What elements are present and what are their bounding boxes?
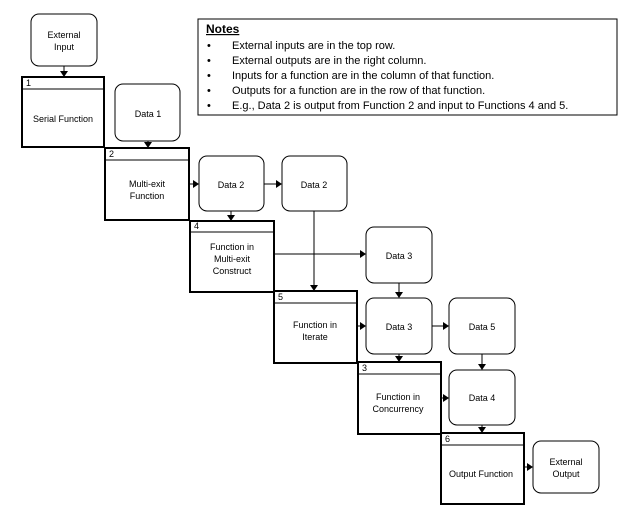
notes-item: Outputs for a function are in the row of… <box>232 85 485 97</box>
function-1-label: Serial Function <box>33 114 93 124</box>
external-output-box[interactable] <box>532 440 600 494</box>
notes-item: External inputs are in the top row. <box>232 40 395 52</box>
function-1-box[interactable] <box>21 76 105 148</box>
function-4[interactable]: 4 Function in Multi-exit Construct <box>189 220 275 293</box>
external-output-node[interactable]: External Output <box>532 440 600 494</box>
function-6-label: Output Function <box>449 469 513 479</box>
data-5-node[interactable]: Data 5 <box>448 297 516 355</box>
data-2-label: Data 2 <box>218 180 245 190</box>
external-input-label: External <box>47 30 80 40</box>
arrowhead-icon <box>60 71 68 77</box>
notes-frame <box>197 18 618 116</box>
notes-bullet-icon: • <box>207 85 211 97</box>
external-input-box[interactable] <box>30 13 98 67</box>
function-5[interactable]: 5 Function in Iterate <box>273 290 358 364</box>
notes-bullet-icon: • <box>207 55 211 67</box>
notes-item: E.g., Data 2 is output from Function 2 a… <box>232 100 568 112</box>
arrowhead-icon <box>443 322 449 330</box>
function-3-label: Function in <box>376 392 420 402</box>
data-4-node[interactable]: Data 4 <box>448 369 516 426</box>
arrowhead-icon <box>227 215 235 221</box>
arrowhead-icon <box>310 285 318 291</box>
arrowhead-icon <box>527 463 533 471</box>
data-3-node[interactable]: Data 3 <box>365 226 433 284</box>
function-4-box[interactable] <box>189 220 275 293</box>
external-output-label: Output <box>552 469 580 479</box>
data-1-node[interactable]: Data 1 <box>114 83 181 142</box>
function-1-number: 1 <box>26 78 31 88</box>
connectors <box>60 66 533 471</box>
data-3-copy-node[interactable]: Data 3 <box>365 297 433 355</box>
function-4-label: Multi-exit <box>214 254 251 264</box>
function-2-label: Multi-exit <box>129 179 166 189</box>
data-2-copy-label: Data 2 <box>301 180 328 190</box>
function-2[interactable]: 2 Multi-exit Function <box>104 147 190 221</box>
function-3-label: Concurrency <box>372 404 424 414</box>
arrowhead-icon <box>360 250 366 258</box>
function-2-number: 2 <box>109 149 114 159</box>
data-2-node[interactable]: Data 2 <box>198 155 265 212</box>
function-5-label: Iterate <box>302 332 328 342</box>
notes-item: External outputs are in the right column… <box>232 55 426 67</box>
arrowhead-icon <box>478 364 486 370</box>
notes-bullet-icon: • <box>207 100 211 112</box>
arrowhead-icon <box>395 356 403 362</box>
arrowhead-icon <box>193 180 199 188</box>
arrowhead-icon <box>360 322 366 330</box>
data-4-label: Data 4 <box>469 393 496 403</box>
notes-panel: Notes • External inputs are in the top r… <box>197 18 618 116</box>
notes-bullet-icon: • <box>207 40 211 52</box>
external-output-label: External <box>549 457 582 467</box>
external-input-label: Input <box>54 42 75 52</box>
data-5-label: Data 5 <box>469 322 496 332</box>
data-1-label: Data 1 <box>135 109 162 119</box>
data-2-copy-node[interactable]: Data 2 <box>281 155 348 212</box>
function-2-label: Function <box>130 191 165 201</box>
function-3-number: 3 <box>362 363 367 373</box>
data-3-label: Data 3 <box>386 251 413 261</box>
arrowhead-icon <box>478 427 486 433</box>
function-1[interactable]: 1 Serial Function <box>21 76 105 148</box>
notes-list: • External inputs are in the top row. • … <box>207 40 568 112</box>
data-3-copy-label: Data 3 <box>386 322 413 332</box>
arrowhead-icon <box>395 292 403 298</box>
function-5-number: 5 <box>278 292 283 302</box>
notes-bullet-icon: • <box>207 70 211 82</box>
arrowhead-icon <box>276 180 282 188</box>
function-6[interactable]: 6 Output Function <box>440 432 525 505</box>
notes-heading: Notes <box>206 22 240 36</box>
function-4-label: Function in <box>210 242 254 252</box>
notes-item: Inputs for a function are in the column … <box>232 70 494 82</box>
function-3[interactable]: 3 Function in Concurrency <box>357 361 442 435</box>
function-6-number: 6 <box>445 434 450 444</box>
arrowhead-icon <box>144 142 152 148</box>
function-5-label: Function in <box>293 320 337 330</box>
external-input-node[interactable]: External Input <box>30 13 98 67</box>
function-4-number: 4 <box>194 221 199 231</box>
function-4-label: Construct <box>213 266 252 276</box>
arrowhead-icon <box>443 394 449 402</box>
